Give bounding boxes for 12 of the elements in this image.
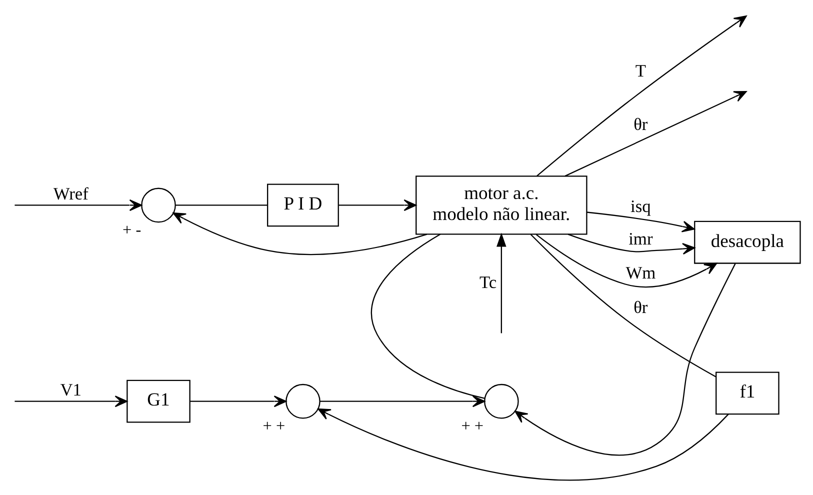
- edge-label: T: [634, 60, 646, 80]
- node-label: + +: [262, 416, 285, 435]
- edge-label: Wm: [625, 262, 656, 282]
- node-label: + +: [460, 416, 484, 435]
- edge-label: θr: [633, 296, 648, 317]
- edge-label: θr: [633, 113, 648, 134]
- edge-label: V1: [60, 379, 82, 400]
- edge-label: isq: [630, 196, 650, 216]
- node-label: + -: [122, 220, 141, 239]
- edge-label: imr: [628, 228, 652, 248]
- edge-label: Wref: [52, 182, 88, 203]
- edge-label: Tc: [479, 271, 496, 292]
